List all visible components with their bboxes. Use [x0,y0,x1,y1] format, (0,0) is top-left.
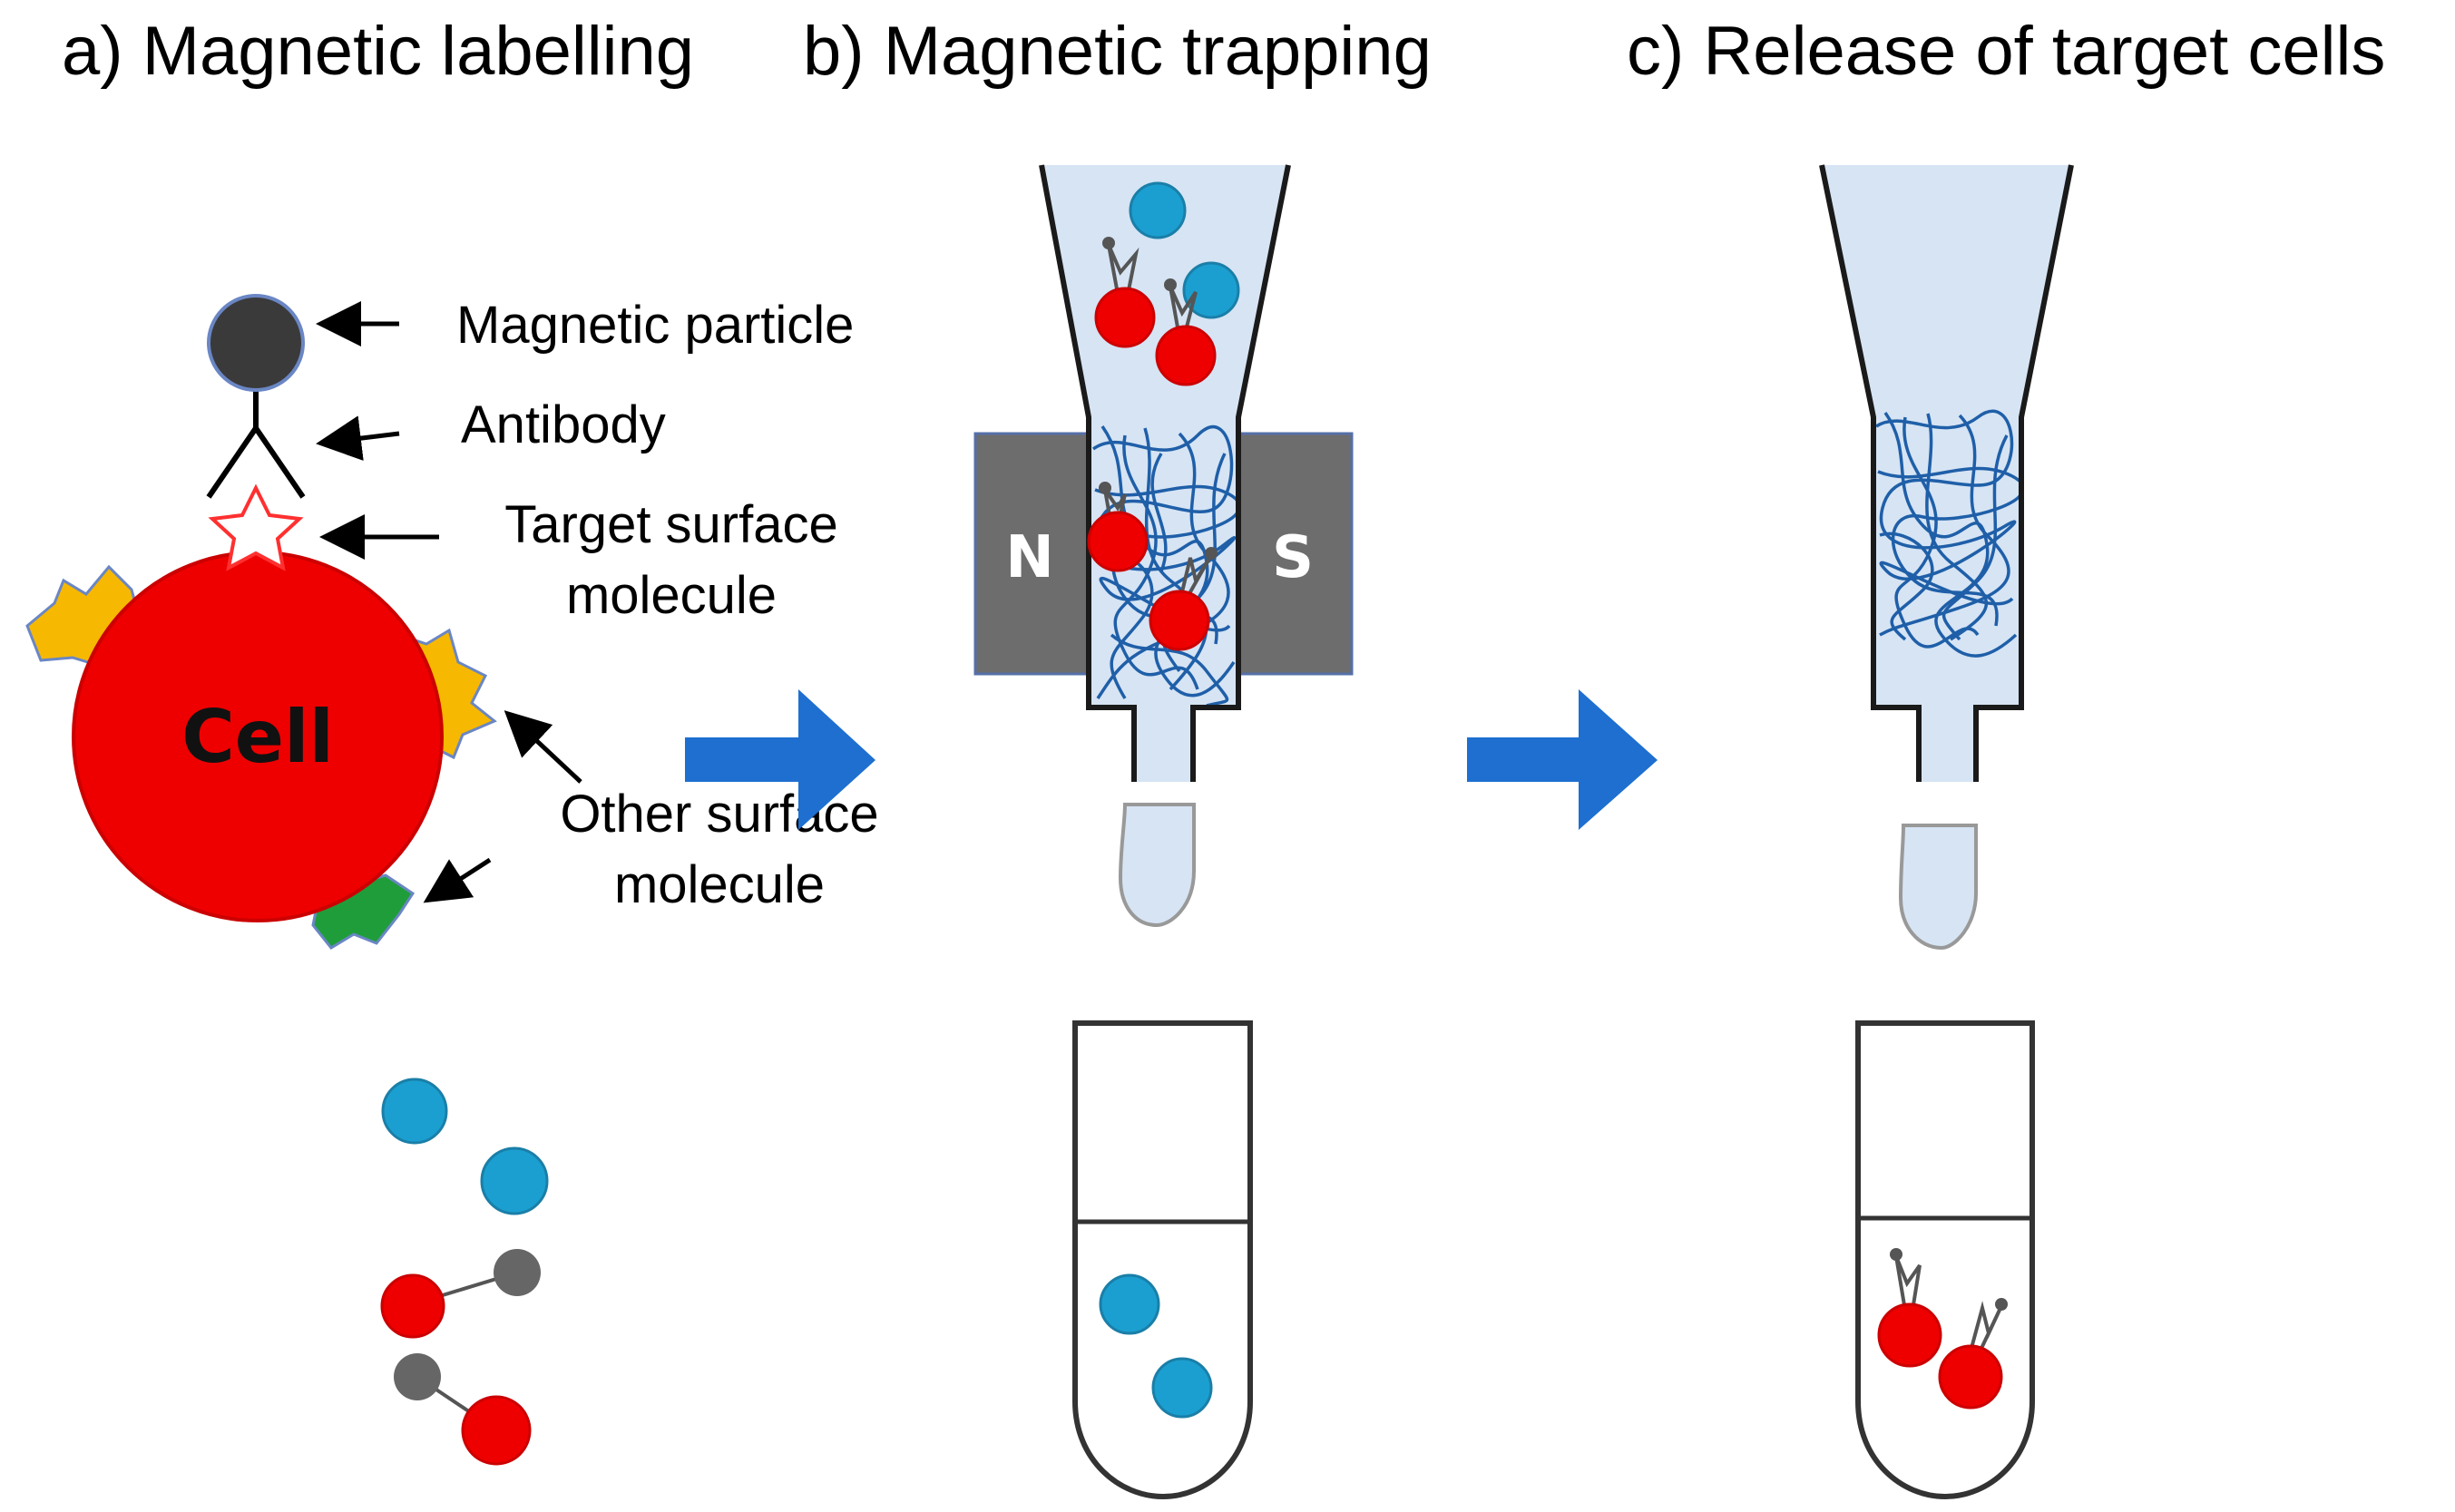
labelled-cell [1094,237,1156,348]
free-magnetic-particle [1129,181,1187,239]
process-arrow-a-to-b [685,689,875,830]
released-labelled-cell [1877,1248,1942,1368]
collected-magnetic-particle [1151,1357,1213,1419]
magnet-south-label: S [1272,524,1314,591]
labelled-cell [380,1249,541,1339]
heading-release-target-cells: c) Release of target cells [1627,13,2385,90]
labelled-cell [1155,278,1217,386]
collected-magnetic-particle [1099,1273,1160,1335]
trapped-labelled-cell [1149,547,1218,651]
antibody-icon [206,379,306,499]
process-arrow-b-to-c [1467,689,1658,830]
separation-column [1819,164,2074,782]
panel-c-release [1819,164,2074,1500]
magnet-north-label: N [1005,524,1054,591]
panel-b-trapping: N S [973,164,1354,1500]
arrow-other-surface-molecule-lower [423,857,492,903]
collection-tube [1072,1020,1253,1500]
free-magnetic-particle [381,1078,448,1145]
label-target-molecule: molecule [566,566,777,625]
collection-tube [1855,1020,2035,1500]
magnetic-particle-icon [207,294,305,392]
label-magnetic-particle: Magnetic particle [456,296,854,355]
fiber-matrix [1875,409,2025,658]
trapped-labelled-cell [1087,482,1149,572]
label-other-molecule: molecule [614,855,825,914]
free-magnetic-particle [480,1146,549,1215]
released-labelled-cell [1938,1298,2008,1410]
label-target-surface: Target surface [504,495,838,554]
drop [1898,824,1978,951]
target-surface-molecule-star [208,483,304,571]
heading-magnetic-trapping: b) Magnetic trapping [803,13,1432,90]
free-magnetic-particle [1182,261,1240,319]
drop [1118,803,1196,928]
arrow-antibody [316,415,400,461]
separation-column [1039,164,1291,782]
cell-label: Cell [181,695,334,779]
labelled-cell [394,1353,532,1466]
heading-magnetic-labelling: a) Magnetic labelling [62,13,694,90]
panel-a-labelling: Cell Magnetic particle Antibody Target s… [25,294,879,1466]
label-antibody: Antibody [461,395,666,454]
magnet-north [973,432,1095,676]
arrow-other-surface-molecule-upper [504,710,582,784]
